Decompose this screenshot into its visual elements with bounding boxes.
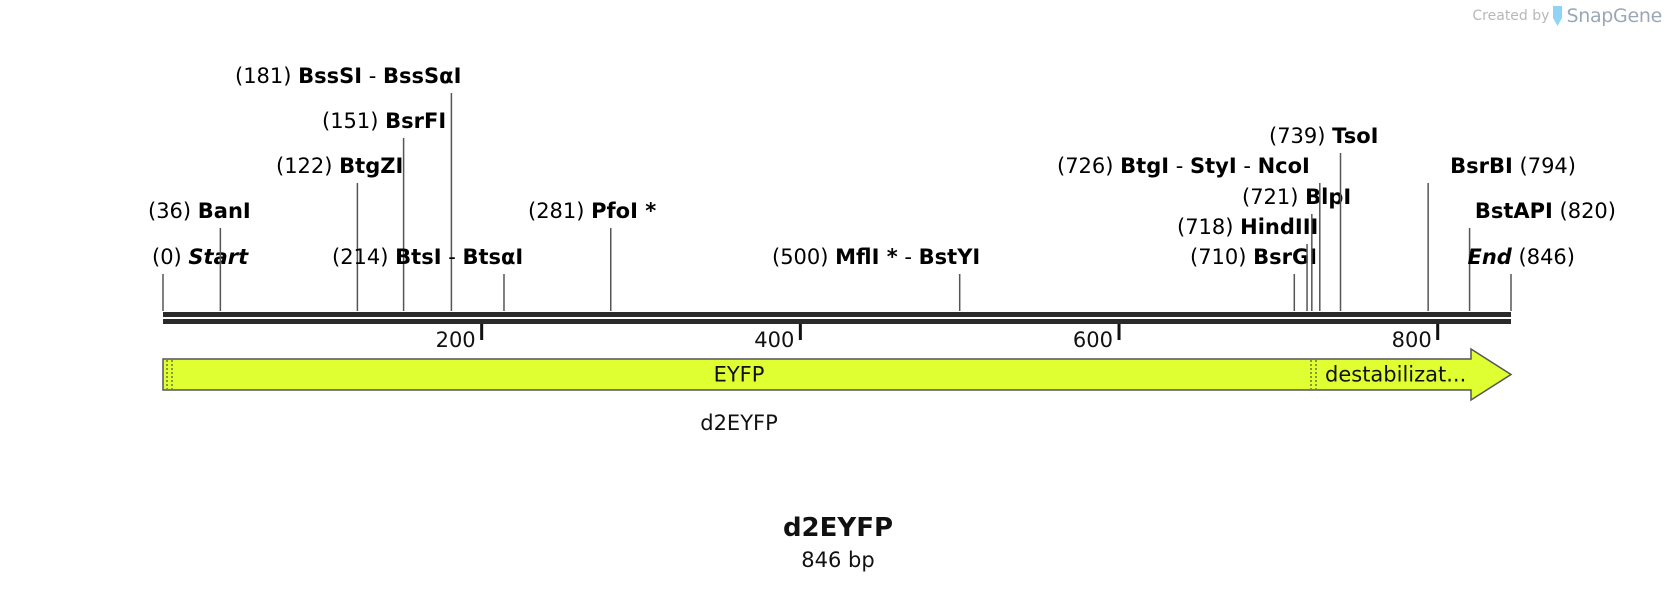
site-label-bsssi: (181) BssSI - BssSαI bbox=[235, 64, 461, 88]
site-enzyme-name: NcoI bbox=[1258, 154, 1310, 178]
site-enzyme-name: BstYI bbox=[919, 245, 981, 269]
tick-label: 800 bbox=[1392, 328, 1432, 352]
site-enzyme-name: Start bbox=[188, 245, 249, 269]
site-position: (281) bbox=[528, 199, 591, 223]
site-label-bsrbi: BsrBI (794) bbox=[1450, 154, 1576, 178]
site-enzyme-name: BssSI bbox=[298, 64, 362, 88]
site-text: (151) BsrFI bbox=[322, 109, 446, 133]
ruler-ticks: 200 400 600 800 bbox=[436, 324, 1440, 352]
site-text: (0) Start bbox=[152, 245, 249, 269]
site-position: (718) bbox=[1177, 215, 1240, 239]
site-text: (710) BsrGI bbox=[1190, 245, 1317, 269]
site-label-tsoi: (739) TsoI bbox=[1269, 124, 1378, 148]
site-text: (36) BanI bbox=[148, 199, 251, 223]
credit-prefix: Created by bbox=[1472, 8, 1550, 24]
site-separator: - bbox=[898, 245, 919, 269]
credit-brand: SnapGene bbox=[1566, 5, 1662, 27]
site-position: (739) bbox=[1269, 124, 1332, 148]
site-label-btsi: (214) BtsI - BtsαI bbox=[332, 245, 523, 269]
site-enzyme-name: BsrBI bbox=[1450, 154, 1513, 178]
feature-arrow[interactable] bbox=[162, 347, 1513, 402]
site-position: (710) bbox=[1190, 245, 1253, 269]
site-label-start: (0) Start bbox=[152, 245, 249, 269]
site-position: (0) bbox=[152, 245, 188, 269]
feature-segment-label: EYFP bbox=[714, 363, 765, 387]
site-position: (214) bbox=[332, 245, 395, 269]
site-position: (721) bbox=[1242, 185, 1305, 209]
site-label-btgi: (726) BtgI - StyI - NcoI bbox=[1057, 154, 1310, 178]
backbone-bottom-strand bbox=[163, 319, 1511, 324]
site-enzyme-name: BssSαI bbox=[383, 64, 461, 88]
site-enzyme-name: BlpI bbox=[1305, 185, 1351, 209]
snapgene-credit: Created by SnapGene bbox=[1472, 5, 1662, 27]
site-text: (718) HindIII bbox=[1177, 215, 1318, 239]
tick-label: 600 bbox=[1073, 328, 1113, 352]
snapgene-logo-icon bbox=[1553, 6, 1563, 26]
site-text: (739) TsoI bbox=[1269, 124, 1378, 148]
site-separator: - bbox=[1237, 154, 1258, 178]
site-text: (721) BlpI bbox=[1242, 185, 1351, 209]
site-position: (151) bbox=[322, 109, 385, 133]
site-separator: - bbox=[1169, 154, 1190, 178]
site-position: (846) bbox=[1512, 245, 1575, 269]
site-enzyme-name: TsoI bbox=[1332, 124, 1378, 148]
site-enzyme-name: HindIII bbox=[1240, 215, 1318, 239]
site-label-bsrfi: (151) BsrFI bbox=[322, 109, 446, 133]
tick-label: 200 bbox=[436, 328, 476, 352]
site-enzyme-name: BstAPI bbox=[1475, 199, 1553, 223]
map-title: d2EYFP bbox=[782, 513, 894, 543]
site-enzyme-name: BtsαI bbox=[462, 245, 523, 269]
tick-mark bbox=[1117, 324, 1121, 340]
site-position: (500) bbox=[772, 245, 835, 269]
site-position: (820) bbox=[1553, 199, 1616, 223]
site-text: (181) BssSI - BssSαI bbox=[235, 64, 461, 88]
site-text: End (846) bbox=[1468, 245, 1575, 269]
site-text: (122) BtgZI bbox=[276, 154, 403, 178]
sequence-backbone bbox=[163, 312, 1511, 324]
site-label-btgzi: (122) BtgZI bbox=[276, 154, 403, 178]
restriction-sites: (0) Start (36) BanI (122) BtgZI (151) BsrFI… bbox=[148, 64, 1616, 311]
site-enzyme-name: MflI * bbox=[835, 245, 898, 269]
site-text: BstAPI (820) bbox=[1475, 199, 1616, 223]
site-enzyme-name: BtgZI bbox=[339, 154, 403, 178]
site-enzyme-name: BtsI bbox=[395, 245, 441, 269]
site-label-mfli: (500) MflI * - BstYI bbox=[772, 245, 980, 269]
tick-label: 400 bbox=[754, 328, 794, 352]
site-text: (500) MflI * - BstYI bbox=[772, 245, 980, 269]
backbone-top-strand bbox=[163, 312, 1511, 317]
site-label-bsrgi: (710) BsrGI bbox=[1190, 245, 1317, 269]
site-label-blpi: (721) BlpI bbox=[1242, 185, 1351, 209]
site-separator: - bbox=[362, 64, 383, 88]
site-label-pfoi: (281) PfoI * bbox=[528, 199, 656, 223]
tick-mark bbox=[480, 324, 484, 340]
feature-segment-label: destabilizat... bbox=[1325, 363, 1466, 387]
site-enzyme-name: BtgI bbox=[1120, 154, 1169, 178]
site-label-hindiii: (718) HindIII bbox=[1177, 215, 1318, 239]
site-text: (726) BtgI - StyI - NcoI bbox=[1057, 154, 1310, 178]
site-enzyme-name: BsrFI bbox=[385, 109, 446, 133]
site-text: BsrBI (794) bbox=[1450, 154, 1576, 178]
site-label-end: End (846) bbox=[1468, 245, 1575, 269]
site-label-bstapi: BstAPI (820) bbox=[1475, 199, 1616, 223]
site-position: (794) bbox=[1513, 154, 1576, 178]
site-text: (214) BtsI - BtsαI bbox=[332, 245, 523, 269]
site-position: (36) bbox=[148, 199, 198, 223]
site-label-bani: (36) BanI bbox=[148, 199, 251, 223]
site-enzyme-name: End bbox=[1468, 245, 1513, 269]
site-enzyme-name: PfoI * bbox=[591, 199, 656, 223]
tick-mark bbox=[798, 324, 802, 340]
site-position: (122) bbox=[276, 154, 339, 178]
site-text: (281) PfoI * bbox=[528, 199, 656, 223]
site-enzyme-name: BanI bbox=[198, 199, 251, 223]
site-separator: - bbox=[442, 245, 463, 269]
site-enzyme-name: StyI bbox=[1190, 154, 1237, 178]
features-track: EYFP destabilizat... d2EYFP bbox=[162, 347, 1513, 435]
site-position: (726) bbox=[1057, 154, 1120, 178]
map-length: 846 bp bbox=[801, 548, 875, 572]
tick-mark bbox=[1436, 324, 1440, 340]
site-position: (181) bbox=[235, 64, 298, 88]
feature-name: d2EYFP bbox=[700, 411, 778, 435]
